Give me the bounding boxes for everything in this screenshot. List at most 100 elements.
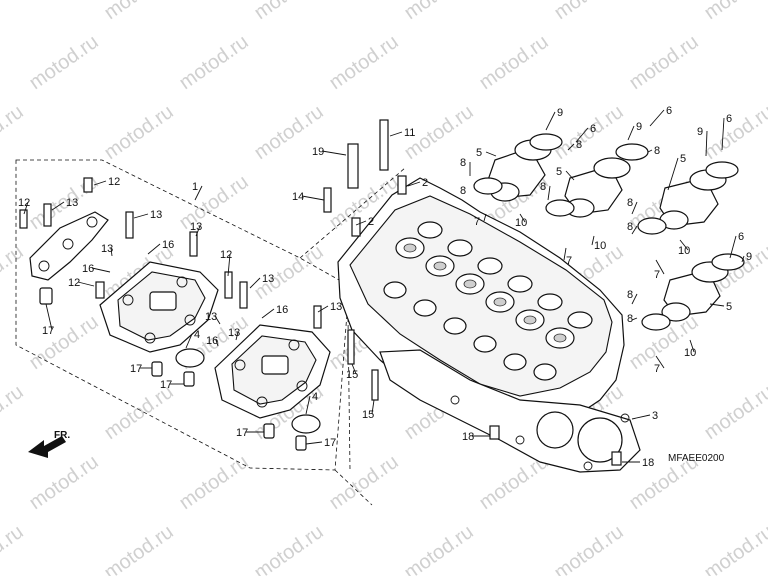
leader-line: [667, 157, 679, 191]
leader-line: [194, 185, 203, 201]
callout-c10c: 10: [678, 245, 690, 257]
callout-c17a: 17: [42, 325, 54, 337]
leader-line: [485, 151, 497, 157]
callout-c9d: 9: [746, 251, 752, 263]
watermark-text: motod.ru: [400, 0, 477, 24]
callout-c14: 14: [292, 191, 304, 203]
callout-c8h: 8: [627, 289, 633, 301]
leader-line: [215, 339, 219, 347]
callout-c12c: 12: [68, 277, 80, 289]
callout-c17d: 17: [236, 427, 248, 439]
leader-line: [355, 220, 367, 226]
callout-c13a: 13: [66, 197, 78, 209]
watermark-text: motod.ru: [700, 0, 768, 24]
callout-c17e: 17: [324, 437, 336, 449]
callout-c8a: 8: [460, 157, 466, 169]
callout-c13h: 13: [330, 301, 342, 313]
leader-line: [729, 235, 737, 259]
callout-c15a: 15: [346, 369, 358, 381]
callout-c17b: 17: [130, 363, 142, 375]
leader-line: [261, 308, 275, 319]
leader-line: [93, 180, 107, 186]
leader-line: [185, 333, 193, 349]
callout-c7d: 7: [654, 363, 660, 375]
watermark-text: motod.ru: [175, 451, 252, 514]
watermark-text: motod.ru: [175, 31, 252, 94]
leader-line: [305, 395, 311, 415]
callout-c5b: 5: [556, 166, 562, 178]
leader-line: [305, 441, 323, 445]
leader-line: [214, 315, 221, 325]
head-cover-rear: [99, 261, 219, 353]
leader-line: [483, 213, 487, 222]
watermark-text: motod.ru: [0, 521, 28, 576]
leader-line: [317, 305, 329, 313]
leader-line: [741, 255, 745, 263]
watermark-text: motod.ru: [700, 101, 768, 164]
leader-line: [705, 130, 708, 157]
leader-line: [351, 363, 357, 375]
callout-c8i: 8: [627, 313, 633, 325]
watermark-text: motod.ru: [250, 0, 327, 24]
leader-line: [195, 225, 201, 237]
front-direction-label: FR.: [54, 430, 70, 441]
callout-c10b: 10: [594, 240, 606, 252]
leader-line: [631, 225, 638, 235]
leader-line: [23, 201, 29, 215]
watermark-text: motod.ru: [25, 31, 102, 94]
watermark-text: motod.ru: [700, 381, 768, 444]
callout-c13e: 13: [262, 273, 274, 285]
leader-line: [655, 259, 665, 275]
cylinder-head: [337, 177, 641, 473]
insulator-lower: [659, 169, 727, 230]
leader-line: [133, 213, 149, 219]
callout-c9b: 9: [636, 121, 642, 133]
callout-c13b: 13: [150, 209, 162, 221]
leader-line: [110, 247, 113, 257]
callout-c7b: 7: [566, 255, 572, 267]
leader-line: [563, 247, 567, 261]
watermark-text: motod.ru: [325, 451, 402, 514]
callout-c5c: 5: [680, 153, 686, 165]
o-rings: [175, 348, 321, 434]
callout-c9a: 9: [557, 107, 563, 119]
callout-c5d: 5: [726, 301, 732, 313]
callout-c16c: 16: [276, 304, 288, 316]
callout-c7a: 7: [474, 216, 480, 228]
leader-line: [389, 131, 403, 137]
watermark-text: motod.ru: [475, 31, 552, 94]
callout-c4a: 4: [194, 329, 200, 341]
watermark-text: motod.ru: [100, 521, 177, 576]
leader-line: [649, 109, 665, 127]
callout-c12d: 12: [220, 249, 232, 261]
callout-c10d: 10: [684, 347, 696, 359]
callout-c7c: 7: [654, 269, 660, 281]
watermark-text: motod.ru: [0, 381, 28, 444]
leader-line: [647, 149, 653, 153]
callout-c6c: 6: [726, 113, 732, 125]
callout-c6b: 6: [666, 105, 672, 117]
assembly-frame-link: [299, 167, 406, 506]
callout-c3: 3: [652, 410, 658, 422]
callout-c2b: 2: [368, 216, 374, 228]
callout-c12a: 12: [108, 176, 120, 188]
leader-line: [679, 239, 689, 251]
leader-line: [321, 150, 347, 156]
callout-c16b: 16: [82, 263, 94, 275]
fasteners: [19, 119, 622, 466]
insulator-lower-2: [661, 261, 729, 322]
callout-c8d: 8: [576, 139, 582, 151]
callout-c13g: 13: [228, 327, 240, 339]
callout-c1: 1: [192, 181, 198, 193]
callout-c8f: 8: [627, 197, 633, 209]
leader-line: [721, 117, 725, 151]
callout-c13f: 13: [205, 311, 217, 323]
callout-c8e: 8: [654, 145, 660, 157]
leader-line: [627, 125, 635, 141]
leader-line: [249, 277, 261, 289]
callout-c6d: 6: [738, 231, 744, 243]
watermark-text: motod.ru: [25, 311, 102, 374]
leader-line: [371, 399, 375, 415]
watermark-text: motod.ru: [0, 241, 28, 304]
